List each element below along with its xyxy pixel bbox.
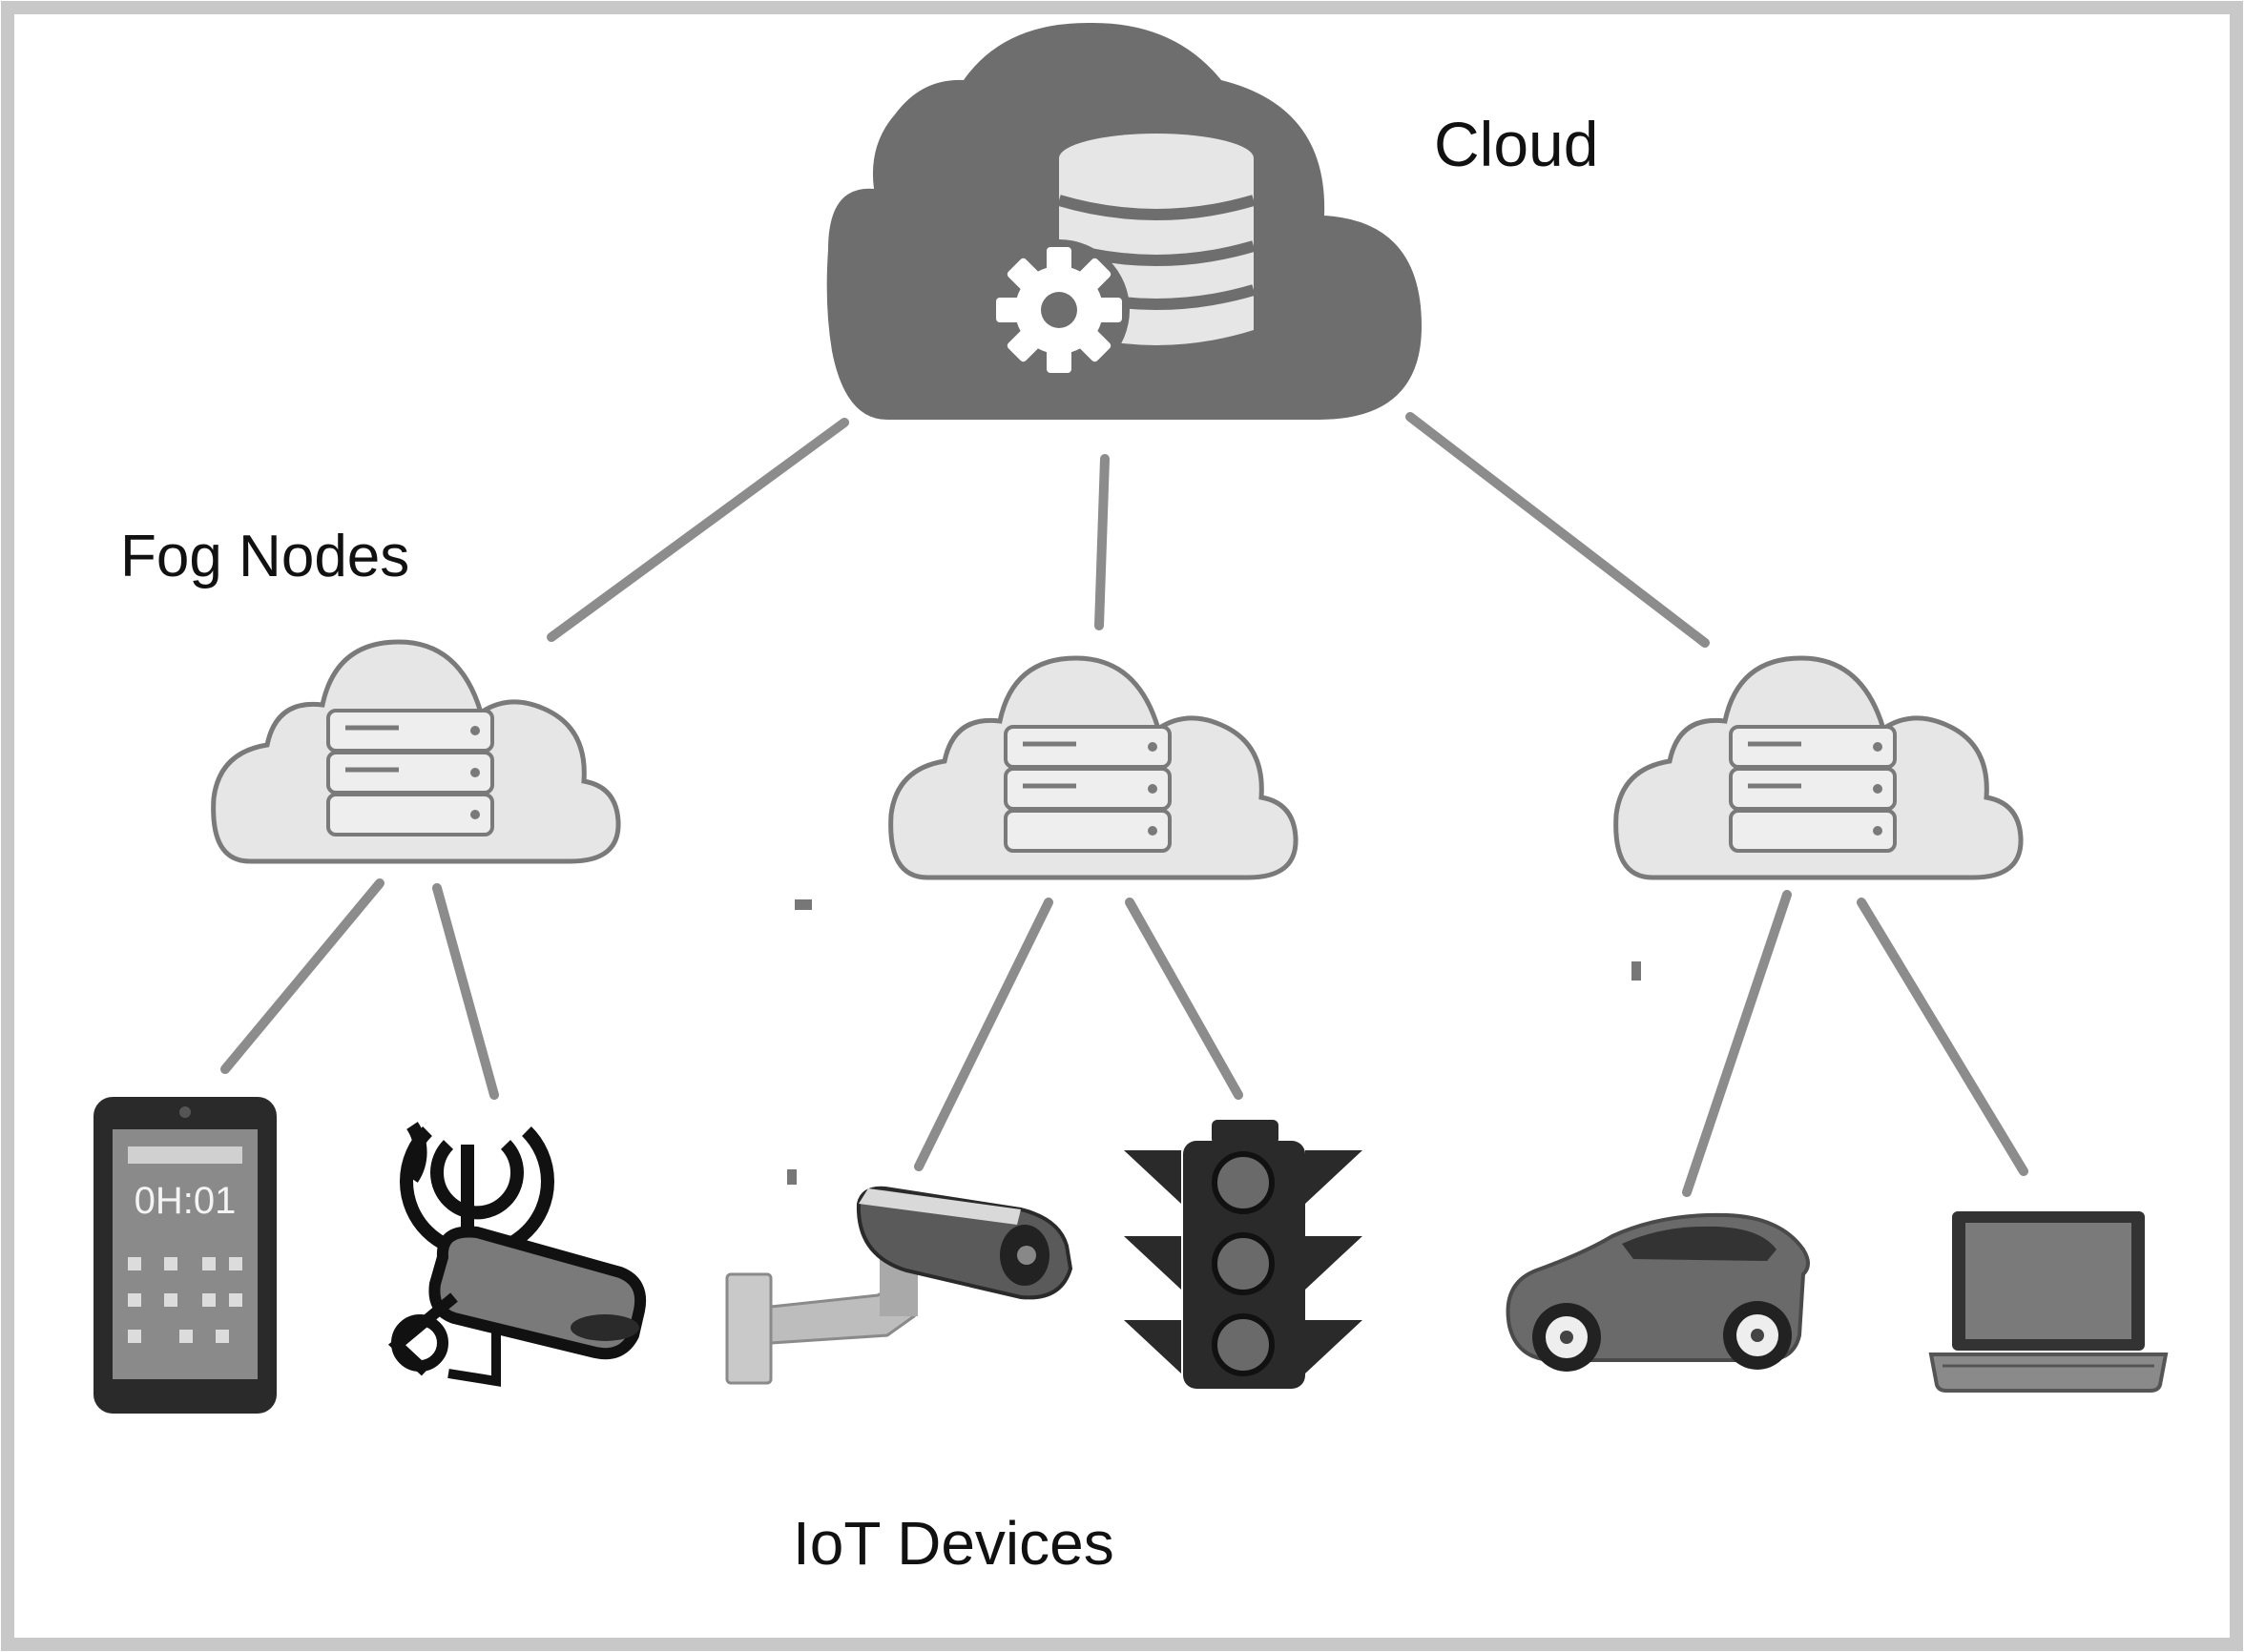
car-icon [1506, 1212, 1810, 1372]
fog-node-2 [891, 658, 1296, 878]
cloud-database-gear-icon [826, 22, 1422, 420]
fog-node-1 [214, 642, 618, 861]
stray-marks [787, 899, 1641, 1185]
connector-fog3-laptop [1857, 898, 2028, 1176]
fog-node-3 [1616, 658, 2021, 878]
connector-cloud-fog-2 [1094, 454, 1110, 630]
connector-cloud-fog-1 [547, 418, 849, 642]
connector-fog2-trafficlight [1125, 898, 1243, 1100]
fog-nodes-label: Fog Nodes [120, 524, 410, 589]
cloud-to-fog-connectors [547, 412, 1710, 648]
fog-to-device-connectors [220, 878, 2028, 1197]
connector-fog1-phone [220, 878, 384, 1074]
laptop-icon [1928, 1211, 2169, 1393]
connector-cloud-fog-3 [1405, 412, 1710, 648]
smartphone-icon: 0H:01 [94, 1097, 277, 1414]
security-camera-icon [725, 1186, 1073, 1385]
iot-devices-label: IoT Devices [793, 1509, 1114, 1578]
connector-fog2-camera [914, 898, 1053, 1171]
phone-clock-text: 0H:01 [135, 1180, 237, 1222]
connector-fog3-car [1682, 890, 1792, 1197]
gear-icon [988, 239, 1130, 381]
connector-fog1-sensor [432, 883, 499, 1100]
traffic-light-icon [1124, 1120, 1362, 1389]
cloud-label: Cloud [1434, 109, 1599, 179]
wireless-sensor-icon [387, 1122, 646, 1387]
